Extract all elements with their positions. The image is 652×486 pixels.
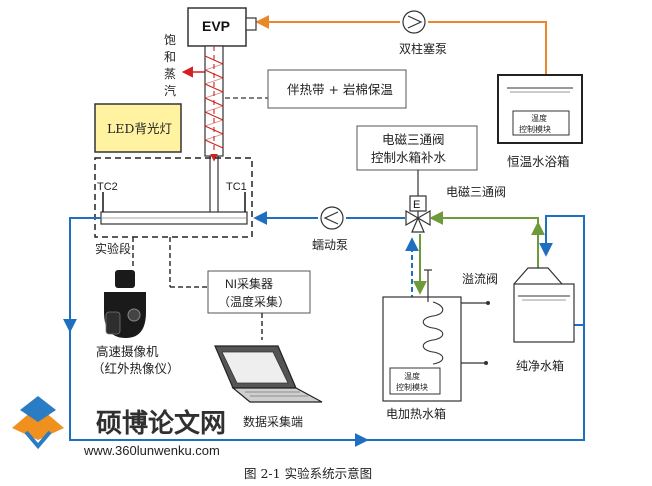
- led-backlight: [94, 103, 182, 153]
- bath-control-module: [512, 110, 570, 136]
- laptop-icon: [214, 345, 323, 403]
- camera-icon: [104, 270, 146, 338]
- heater-tank-label: 电加热水箱: [386, 406, 446, 421]
- camera-label-line2: （红外热像仪）: [92, 361, 180, 376]
- dual-plunger-pump: [402, 10, 426, 34]
- orange-loop-pipe: [255, 15, 547, 75]
- valve-box-line2: 控制水箱补水: [371, 150, 447, 165]
- heat-tape-box: [267, 69, 407, 109]
- figure-caption: 图 2-1 实验系统示意图: [244, 466, 372, 481]
- tc2-label: TC2: [97, 181, 118, 193]
- svg-text:蒸: 蒸: [164, 67, 176, 81]
- svg-text:温度: 温度: [404, 371, 420, 381]
- svg-text:控制模块: 控制模块: [396, 382, 428, 392]
- dual-pump-label: 双柱塞泵: [399, 41, 447, 56]
- bath-label: 恒温水浴箱: [507, 154, 570, 169]
- test-section-label: 实验段: [95, 241, 131, 256]
- svg-text:饱: 饱: [164, 32, 176, 47]
- led-label: LED背光灯: [107, 121, 172, 136]
- svg-text:控制模块: 控制模块: [519, 124, 551, 134]
- vertical-tube: [204, 45, 224, 214]
- valve-label: 电磁三通阀: [446, 184, 506, 199]
- valve-e-label: E: [413, 199, 420, 211]
- svg-text:温度: 温度: [531, 113, 547, 123]
- electric-heating-tank: 温度 控制模块: [382, 269, 490, 402]
- valve-control-box: [356, 125, 478, 171]
- daq-label: 数据采集端: [243, 414, 303, 429]
- blue-loop-pipe: [63, 211, 585, 447]
- heat-tape-label: 伴热带 + 岩棉保温: [287, 82, 393, 97]
- green-makeup-pipe: [413, 211, 545, 295]
- svg-text:和: 和: [164, 50, 176, 64]
- ni-label-line1: NI采集器: [225, 276, 273, 291]
- pure-water-tank: [513, 267, 575, 343]
- constant-temp-bath: 温度 控制模块: [497, 74, 583, 144]
- test-section-dashed-box: [94, 157, 253, 238]
- watermark-url: www.360lunwenku.com: [83, 443, 220, 458]
- tc1-label: TC1: [226, 181, 247, 193]
- watermark-logo: 硕博论文网 www.360lunwenku.com: [12, 396, 226, 458]
- three-way-valve: E: [405, 195, 431, 233]
- peristaltic-label: 蠕动泵: [312, 238, 348, 252]
- test-section: [100, 192, 248, 225]
- watermark-name: 硕博论文网: [96, 408, 226, 438]
- ni-label-line2: （温度采集）: [218, 294, 290, 309]
- valve-box-line1: 电磁三通阀: [382, 132, 445, 147]
- vapor-label: 饱 和 蒸 汽: [164, 32, 176, 98]
- heater-control-module: [389, 367, 441, 395]
- svg-text:汽: 汽: [164, 83, 176, 98]
- evp-label: EVP: [202, 18, 230, 34]
- camera-label-line1: 高速摄像机: [96, 344, 159, 359]
- evp-unit: EVP: [187, 7, 257, 47]
- peristaltic-pump: [320, 206, 344, 230]
- pure-tank-label: 纯净水箱: [516, 358, 564, 373]
- ni-collector-box: [207, 270, 311, 314]
- overflow-valve-label: 溢流阀: [462, 272, 498, 286]
